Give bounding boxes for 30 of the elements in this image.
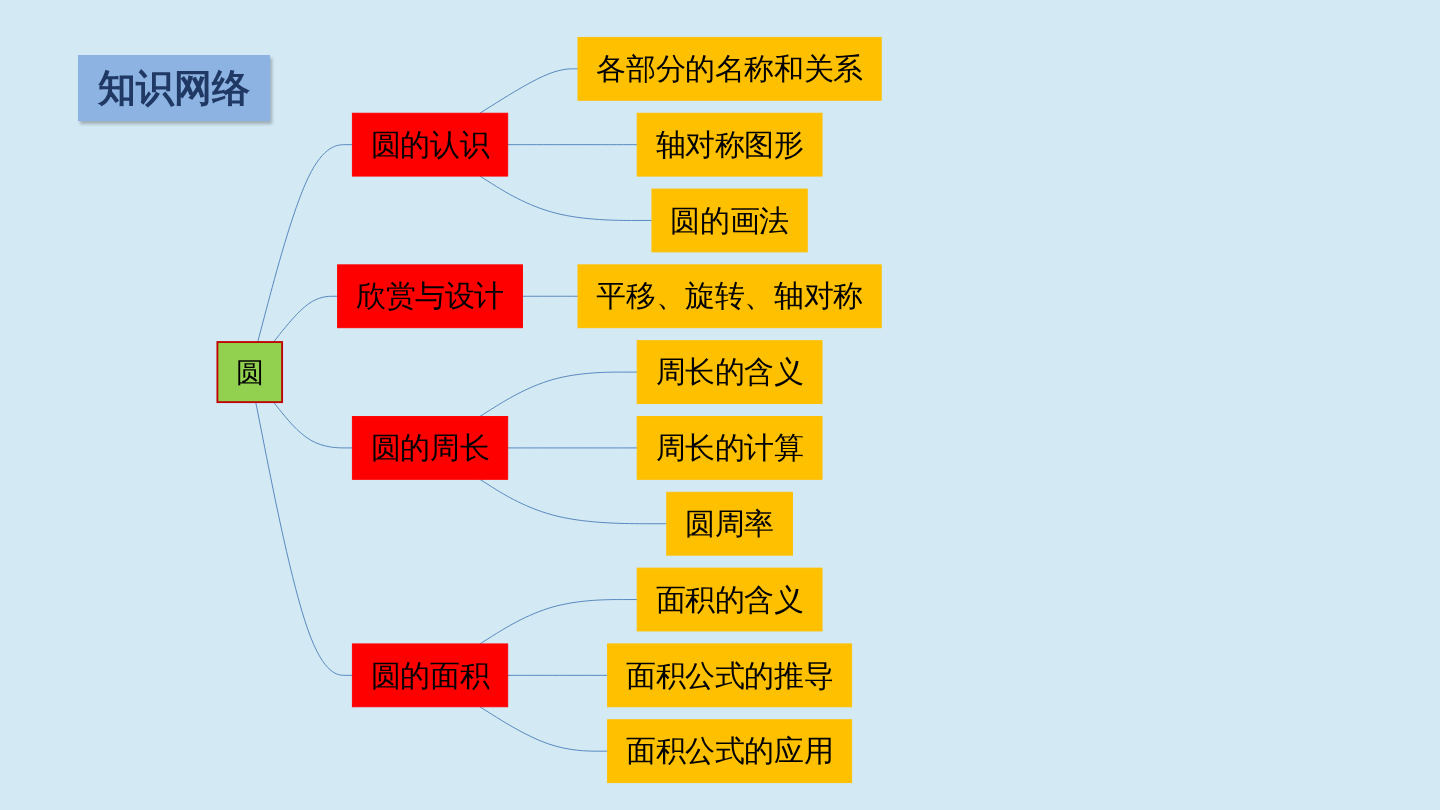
node-box: 平移、旋转、轴对称	[577, 264, 882, 329]
node-box: 圆	[216, 341, 284, 404]
connector	[273, 401, 353, 449]
connector	[479, 478, 668, 525]
connector	[255, 401, 353, 676]
node-box: 轴对称图形	[636, 112, 823, 177]
node-box: 圆的认识	[351, 112, 509, 177]
node-box: 圆的面积	[351, 643, 509, 708]
node-box: 周长的计算	[636, 416, 823, 480]
node-box: 圆周率	[666, 491, 793, 556]
connector	[273, 295, 339, 343]
node-box: 面积公式的推导	[607, 643, 853, 708]
node-box: 面积的含义	[636, 567, 823, 632]
connector	[479, 706, 608, 752]
node-box: 面积公式的应用	[607, 719, 853, 784]
connector	[507, 674, 608, 676]
connector	[479, 68, 579, 114]
node-box: 欣赏与设计	[337, 264, 523, 329]
connector	[507, 447, 638, 449]
connector	[507, 144, 638, 146]
node-box: 圆的画法	[651, 188, 808, 253]
connector	[479, 371, 638, 417]
connector	[257, 144, 353, 343]
connector	[479, 599, 638, 645]
node-box: 各部分的名称和关系	[577, 36, 882, 101]
node-box: 圆的周长	[351, 416, 509, 480]
connector	[479, 175, 653, 221]
title: 知识网络	[78, 55, 270, 121]
connector	[522, 295, 579, 297]
node-box: 周长的含义	[636, 340, 823, 404]
